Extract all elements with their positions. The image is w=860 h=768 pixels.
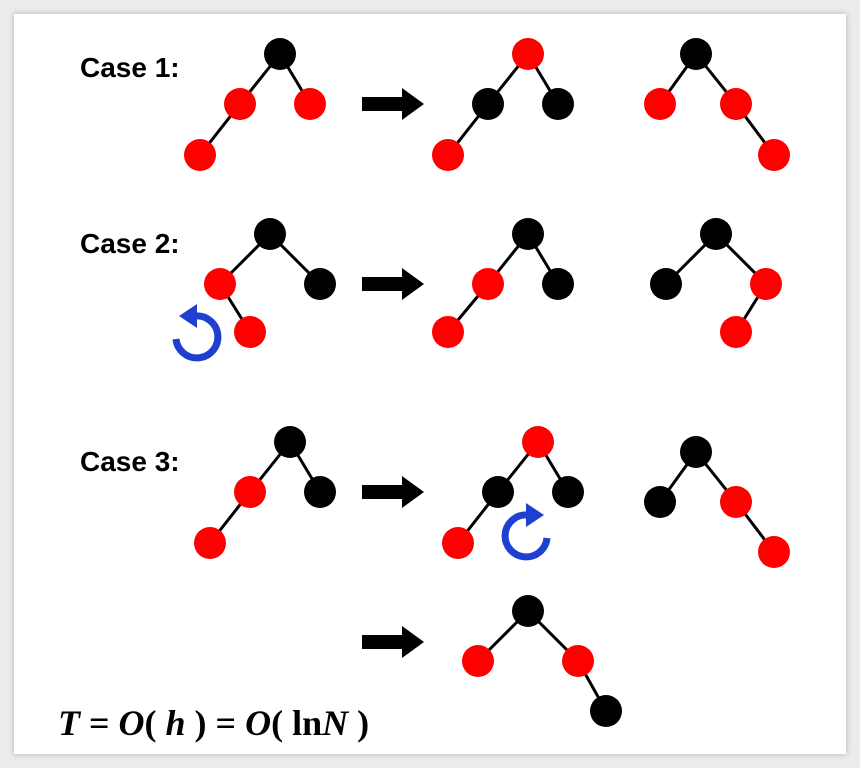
case2-before-node-3-red: [234, 316, 266, 348]
case-3-label: Case 3:: [80, 446, 180, 477]
case-1-label: Case 1:: [80, 52, 180, 83]
formula-open1: (: [144, 703, 166, 743]
case2-mirror-node-3-red: [720, 316, 752, 348]
rotate-clockwise-icon-arc: [501, 511, 551, 561]
formula-eq2: =: [206, 703, 246, 743]
case3-after-node-0-black: [512, 595, 544, 627]
formula-o2: O: [245, 703, 272, 743]
formula-close2: ): [348, 703, 370, 743]
case3-before-node-3-red: [194, 527, 226, 559]
case1-before-node-2-red: [294, 88, 326, 120]
formula-eq1: =: [80, 703, 119, 743]
formula-o1: O: [118, 703, 145, 743]
formula-t: T: [58, 703, 80, 743]
case1-mirror-node-0-black: [680, 38, 712, 70]
case3-before-node-2-black: [304, 476, 336, 508]
case2-before-node-0-black: [254, 218, 286, 250]
case3-mid-node-1-black: [482, 476, 514, 508]
right-arrow-icon-3: [362, 476, 424, 508]
case3-mid-node-3-red: [442, 527, 474, 559]
rotate-clockwise-icon-head: [526, 503, 544, 527]
case3-after-node-2-red: [562, 645, 594, 677]
case3-mid-node-2-black: [552, 476, 584, 508]
case1-before-node-3-red: [184, 139, 216, 171]
case1-before-node-1-red: [224, 88, 256, 120]
case1-before-node-0-black: [264, 38, 296, 70]
case3-mirror-node-2-red: [720, 486, 752, 518]
right-arrow-icon-4: [362, 626, 424, 658]
case1-after-node-1-black: [472, 88, 504, 120]
case2-mirror-node-2-red: [750, 268, 782, 300]
right-arrow-icon-1: [362, 88, 424, 120]
case3-mid-node-0-red: [522, 426, 554, 458]
case2-after-node-0-black: [512, 218, 544, 250]
formula-h: h: [165, 703, 186, 743]
case3-before-node-1-red: [234, 476, 266, 508]
case3-after-node-1-red: [462, 645, 494, 677]
case2-after-node-3-red: [432, 316, 464, 348]
formula-n: N: [322, 703, 349, 743]
rotate-counterclockwise-icon-arc: [172, 312, 222, 362]
right-arrow-icon-2: [362, 268, 424, 300]
case3-mirror-node-0-black: [680, 436, 712, 468]
case1-after-node-2-black: [542, 88, 574, 120]
formula-ln: ln: [292, 703, 323, 743]
case2-after-node-1-red: [472, 268, 504, 300]
complexity-formula: T = O( h ) = O( lnN ): [58, 702, 369, 744]
rotate-counterclockwise-icon-head: [179, 304, 197, 328]
case3-before-node-0-black: [274, 426, 306, 458]
case1-mirror-node-2-red: [720, 88, 752, 120]
case1-after-node-3-red: [432, 139, 464, 171]
case2-mirror-node-1-black: [650, 268, 682, 300]
red-black-tree-diagram: [172, 38, 790, 727]
case2-before-node-2-black: [304, 268, 336, 300]
case1-mirror-node-3-red: [758, 139, 790, 171]
case3-mirror-node-1-black: [644, 486, 676, 518]
case2-after-node-2-black: [542, 268, 574, 300]
case3-mirror-node-3-red: [758, 536, 790, 568]
case-2-label: Case 2:: [80, 228, 180, 259]
formula-open2: (: [271, 703, 293, 743]
case1-after-node-0-red: [512, 38, 544, 70]
diagram-card: Case 1: Case 2: Case 3: T = O( h ) = O( …: [14, 14, 846, 754]
case2-mirror-node-0-black: [700, 218, 732, 250]
case3-after-node-3-black: [590, 695, 622, 727]
case1-mirror-node-1-red: [644, 88, 676, 120]
case2-before-node-1-red: [204, 268, 236, 300]
formula-close1: ): [185, 703, 207, 743]
